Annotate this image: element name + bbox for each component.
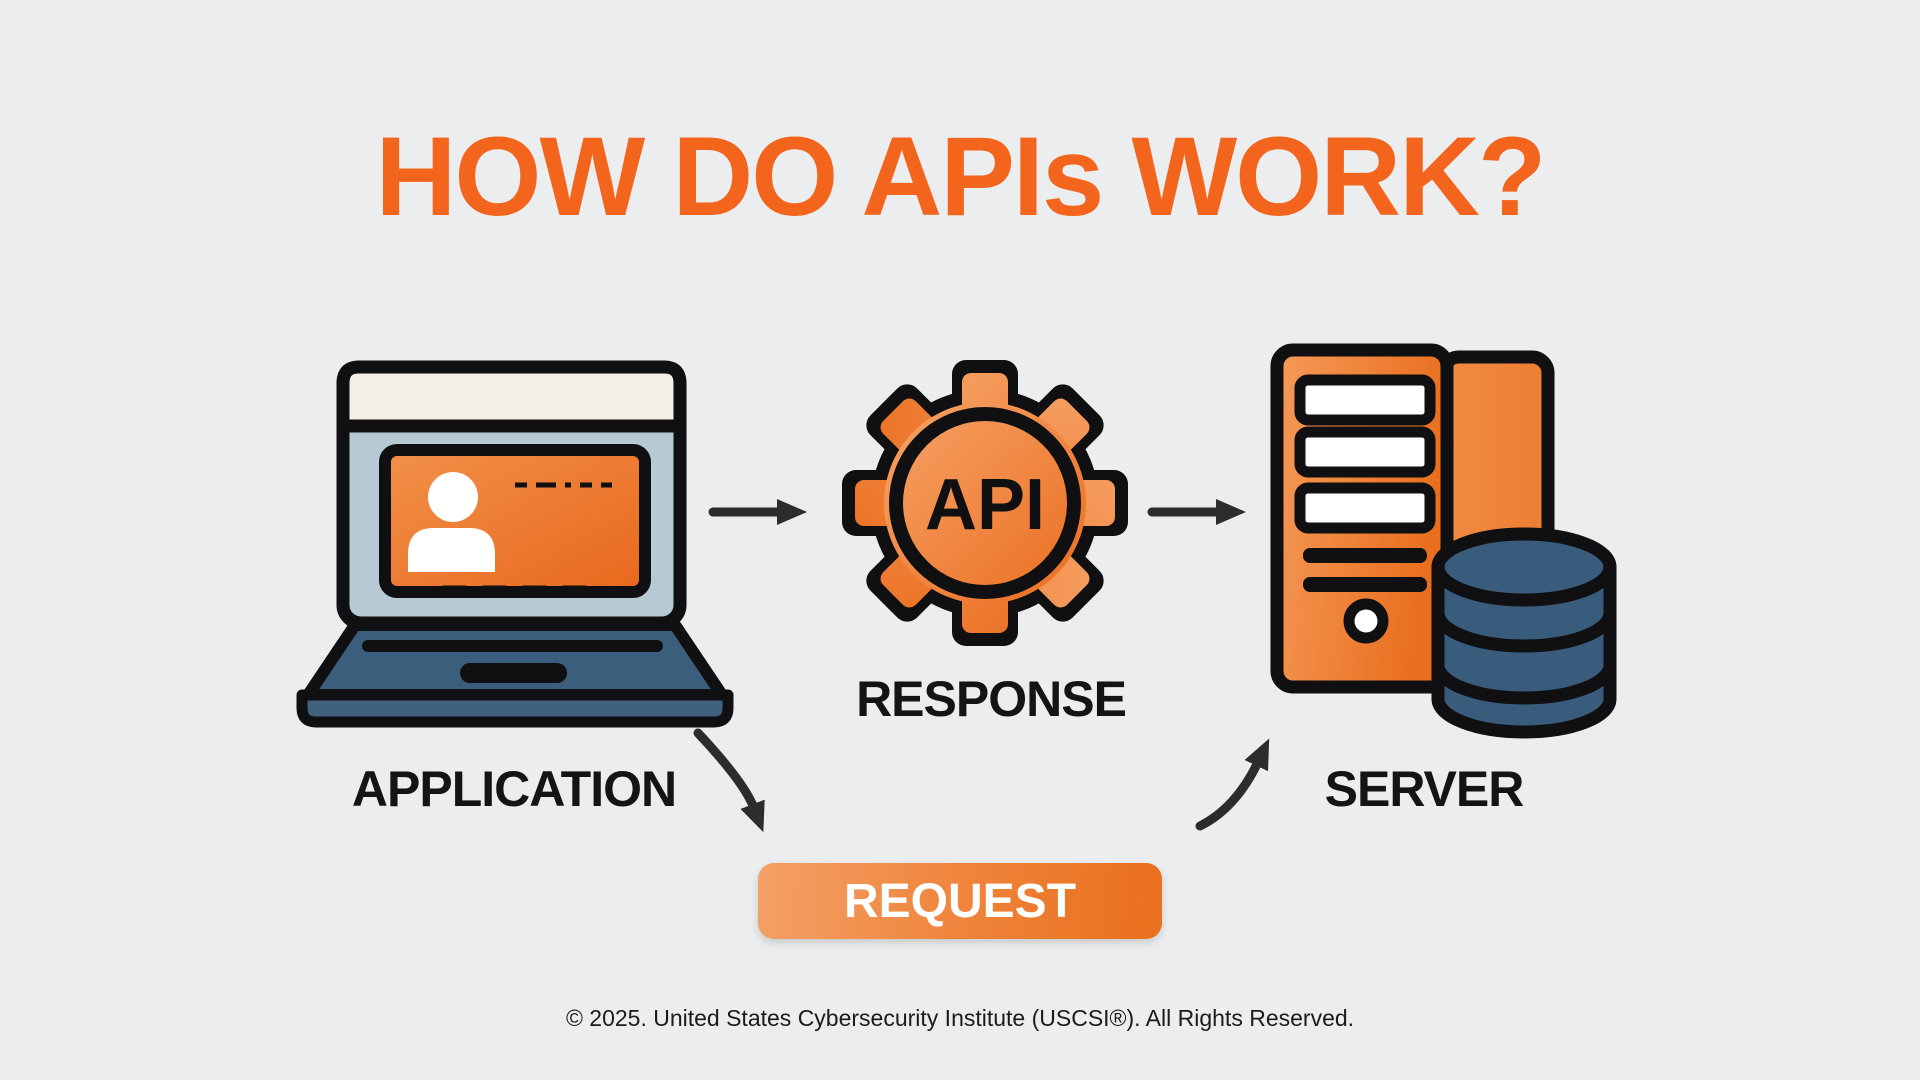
server-led bbox=[1343, 598, 1389, 644]
touchpad bbox=[460, 663, 567, 683]
request-badge: REQUEST bbox=[758, 863, 1162, 939]
application-label: APPLICATION bbox=[351, 761, 677, 817]
request-badge-label: REQUEST bbox=[843, 874, 1077, 928]
server-vent-line bbox=[1303, 577, 1427, 592]
laptop-screen-topbar bbox=[336, 360, 687, 433]
server-slot bbox=[1294, 426, 1436, 478]
curved-arrow-application-to-request bbox=[693, 728, 765, 833]
curved-arrow-request-to-server bbox=[1195, 738, 1270, 831]
keyboard-slot bbox=[362, 640, 663, 652]
server-slot bbox=[1294, 482, 1436, 534]
gear-body bbox=[855, 373, 1115, 633]
server-vent-line bbox=[1303, 548, 1427, 563]
database-icon bbox=[1431, 527, 1617, 739]
gear-inner-ring bbox=[889, 407, 1081, 599]
api-gear-text: API bbox=[925, 465, 1045, 545]
response-label: RESPONSE bbox=[856, 671, 1127, 727]
laptop-base-bottom bbox=[296, 689, 734, 728]
server-label: SERVER bbox=[1324, 761, 1525, 817]
laptop-icon bbox=[296, 360, 734, 728]
api-gear-icon: API bbox=[842, 360, 1128, 646]
copyright-text: © 2025. United States Cybersecurity Inst… bbox=[565, 1005, 1355, 1031]
user-avatar-icon bbox=[408, 472, 495, 572]
page-title: HOW DO APIs WORK? bbox=[375, 114, 1547, 239]
server-database-icon bbox=[1270, 343, 1617, 739]
laptop-base bbox=[302, 619, 728, 701]
server-slot bbox=[1294, 374, 1436, 426]
